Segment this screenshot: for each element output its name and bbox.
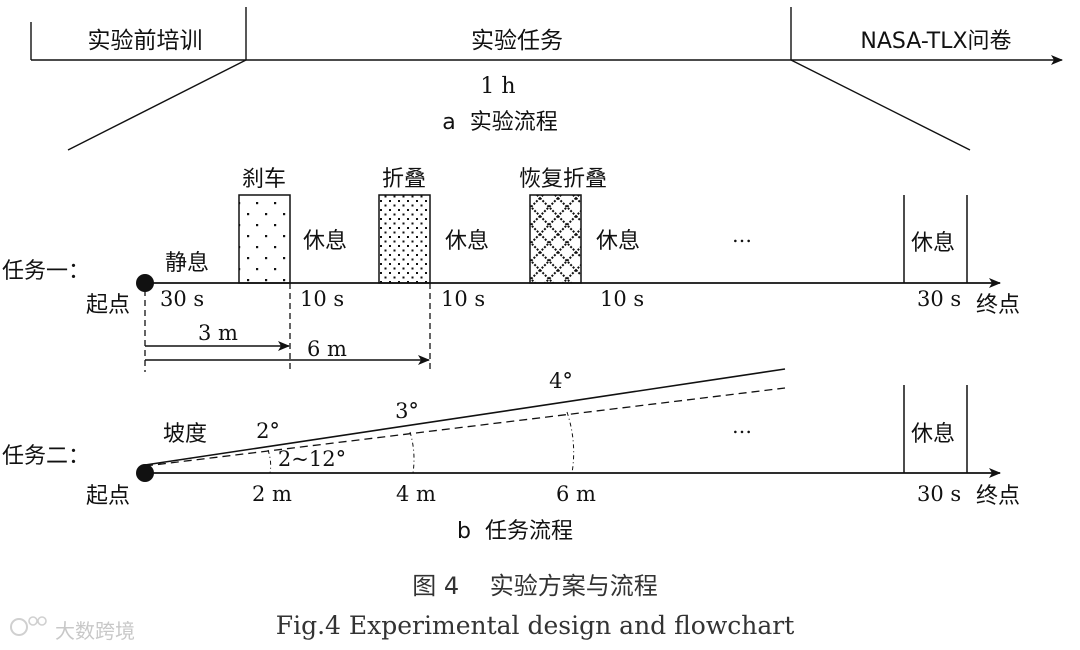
subcaption-a: a 实验流程 xyxy=(442,110,557,135)
watermark-logo-icon xyxy=(10,618,28,636)
watermark: 大数跨境 xyxy=(10,616,135,643)
phase-training: 实验前培训 xyxy=(88,28,203,54)
segment-rest-static: 静息 xyxy=(165,251,209,276)
subcaption-b: b 任务流程 xyxy=(457,519,573,544)
distance-6m: 6 m xyxy=(556,482,596,506)
segment-rest-3: 休息 xyxy=(596,229,640,254)
distance-2m: 2 m xyxy=(252,482,292,506)
zoom-line-left xyxy=(67,59,247,151)
task2-rest: 休息 xyxy=(911,422,955,447)
slope-range: 2~12° xyxy=(278,447,346,471)
fold-label: 折叠 xyxy=(382,167,426,192)
fold-block xyxy=(378,194,431,284)
angle-2deg: 2° xyxy=(256,419,280,443)
segment-time-30s-final: 30 s xyxy=(917,287,961,311)
task2-rest-time: 30 s xyxy=(917,482,961,506)
slope-baseline xyxy=(144,387,786,467)
task1-label: 任务一： xyxy=(2,259,90,284)
unfold-label: 恢复折叠 xyxy=(519,167,607,192)
slope-line xyxy=(144,368,786,466)
duration-label: 1 h xyxy=(480,74,515,99)
distance-6m: 6 m xyxy=(307,337,347,361)
start-point-icon xyxy=(136,274,154,292)
timeline-section: 实验前培训 实验任务 NASA-TLX问卷 1 h a 实验流程 xyxy=(30,7,1063,151)
task1-start-label: 起点 xyxy=(86,293,130,318)
brake-block xyxy=(238,194,291,284)
start-point-icon xyxy=(136,464,154,482)
ellipsis: … xyxy=(732,223,752,247)
task2-section: 任务二： 坡度 2° 3° 4° 2~12° 2 m 4 m 6 m … 休息 … xyxy=(2,368,1020,544)
angle-4deg: 4° xyxy=(549,369,573,393)
task1-end-label: 终点 xyxy=(976,293,1020,318)
segment-time-30s: 30 s xyxy=(160,287,204,311)
watermark-text: 大数跨境 xyxy=(55,619,135,643)
task2-start-label: 起点 xyxy=(86,484,130,509)
task1-section: 任务一： 起点 终点 静息 30 s 刹车 休息 10 s 折叠 休息 10 s… xyxy=(2,167,1020,372)
ellipsis: … xyxy=(732,414,752,438)
segment-rest-2: 休息 xyxy=(445,229,489,254)
segment-time-10s-2: 10 s xyxy=(441,287,485,311)
caption-en: Fig.4 Experimental design and flowchart xyxy=(276,611,795,640)
slope-label: 坡度 xyxy=(163,422,207,447)
phase-task: 实验任务 xyxy=(471,28,563,54)
zoom-line-right xyxy=(790,59,971,151)
task2-label: 任务二： xyxy=(2,444,90,469)
segment-rest-final: 休息 xyxy=(911,231,955,256)
segment-time-10s-3: 10 s xyxy=(600,287,644,311)
task2-end-label: 终点 xyxy=(976,484,1020,509)
unfold-block xyxy=(529,194,582,284)
angle-3deg: 3° xyxy=(395,399,419,423)
segment-time-10s-1: 10 s xyxy=(300,287,344,311)
caption-zh: 图 4 实验方案与流程 xyxy=(412,572,657,600)
brake-label: 刹车 xyxy=(242,167,286,192)
segment-rest-1: 休息 xyxy=(303,229,347,254)
phase-questionnaire: NASA-TLX问卷 xyxy=(860,29,1011,54)
distance-3m: 3 m xyxy=(198,321,238,345)
distance-4m: 4 m xyxy=(396,482,436,506)
